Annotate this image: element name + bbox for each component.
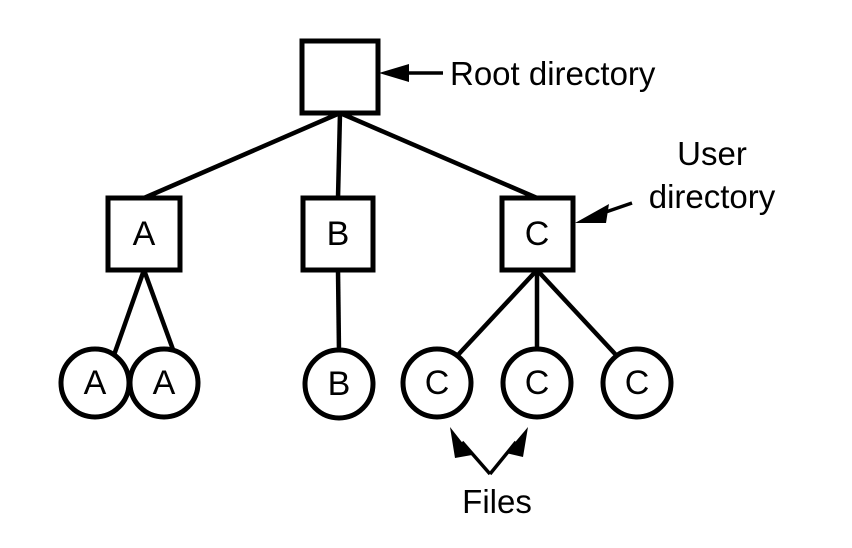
annotation-user-directory: User directory (575, 135, 776, 223)
file-a1-label: A (84, 364, 107, 402)
file-c3-circle[interactable] (600, 346, 674, 420)
edge-root-to-c (339, 110, 538, 201)
annotation-files: Files (450, 427, 532, 520)
file-b1-circle[interactable] (302, 347, 376, 421)
files-label: Files (462, 483, 532, 520)
edge-a-to-file-a2 (141, 269, 178, 356)
edge-group-root-to-directories (143, 110, 538, 201)
edge-root-to-a (143, 110, 341, 201)
node-directory-b[interactable]: B (300, 195, 376, 273)
directory-c-label: C (525, 215, 550, 253)
node-directory-a[interactable]: A (105, 195, 183, 273)
root-directory-label: Root directory (450, 55, 656, 92)
node-file-c1[interactable]: C (400, 346, 474, 420)
file-c3-label: C (625, 364, 650, 402)
directory-a-square[interactable] (105, 195, 183, 273)
files-arrow-left-head (450, 427, 472, 458)
directory-b-square[interactable] (300, 195, 376, 273)
directory-c-square[interactable] (499, 195, 576, 273)
node-directory-c[interactable]: C (499, 195, 576, 273)
edge-b-to-file-b1 (335, 269, 342, 353)
annotation-root-directory: Root directory (379, 55, 656, 92)
files-arrow-right-head (506, 427, 528, 457)
node-file-a2[interactable]: A (127, 346, 201, 420)
node-root-directory[interactable] (299, 38, 381, 116)
node-file-c2[interactable]: C (500, 346, 574, 420)
directory-a-label: A (133, 215, 156, 253)
user-directory-arrow-head (575, 204, 609, 223)
file-c1-circle[interactable] (400, 346, 474, 420)
node-file-c3[interactable]: C (600, 346, 674, 420)
files-arrow-left-shaft (460, 440, 492, 476)
edge-group-a-to-files (111, 269, 178, 356)
file-c2-label: C (525, 364, 550, 402)
file-c2-circle[interactable] (500, 346, 574, 420)
user-directory-label-line2: directory (649, 178, 776, 215)
file-b1-label: B (328, 365, 351, 403)
file-a2-circle[interactable] (127, 346, 201, 420)
edge-c-to-file-c3 (535, 268, 619, 358)
edge-root-to-b (335, 112, 343, 199)
directory-b-label: B (327, 215, 350, 253)
node-file-b1[interactable]: B (302, 347, 376, 421)
user-directory-label-line1: User (677, 135, 747, 172)
file-c1-label: C (425, 364, 450, 402)
edge-c-to-file-c1 (455, 268, 539, 358)
root-directory-square[interactable] (299, 38, 381, 116)
file-a2-label: A (153, 364, 176, 402)
root-directory-arrow-head (379, 64, 409, 82)
node-file-a1[interactable]: A (58, 346, 132, 420)
edge-a-to-file-a1 (111, 269, 147, 356)
edge-group-b-to-files (335, 269, 342, 353)
edge-group-c-to-files (455, 268, 619, 358)
